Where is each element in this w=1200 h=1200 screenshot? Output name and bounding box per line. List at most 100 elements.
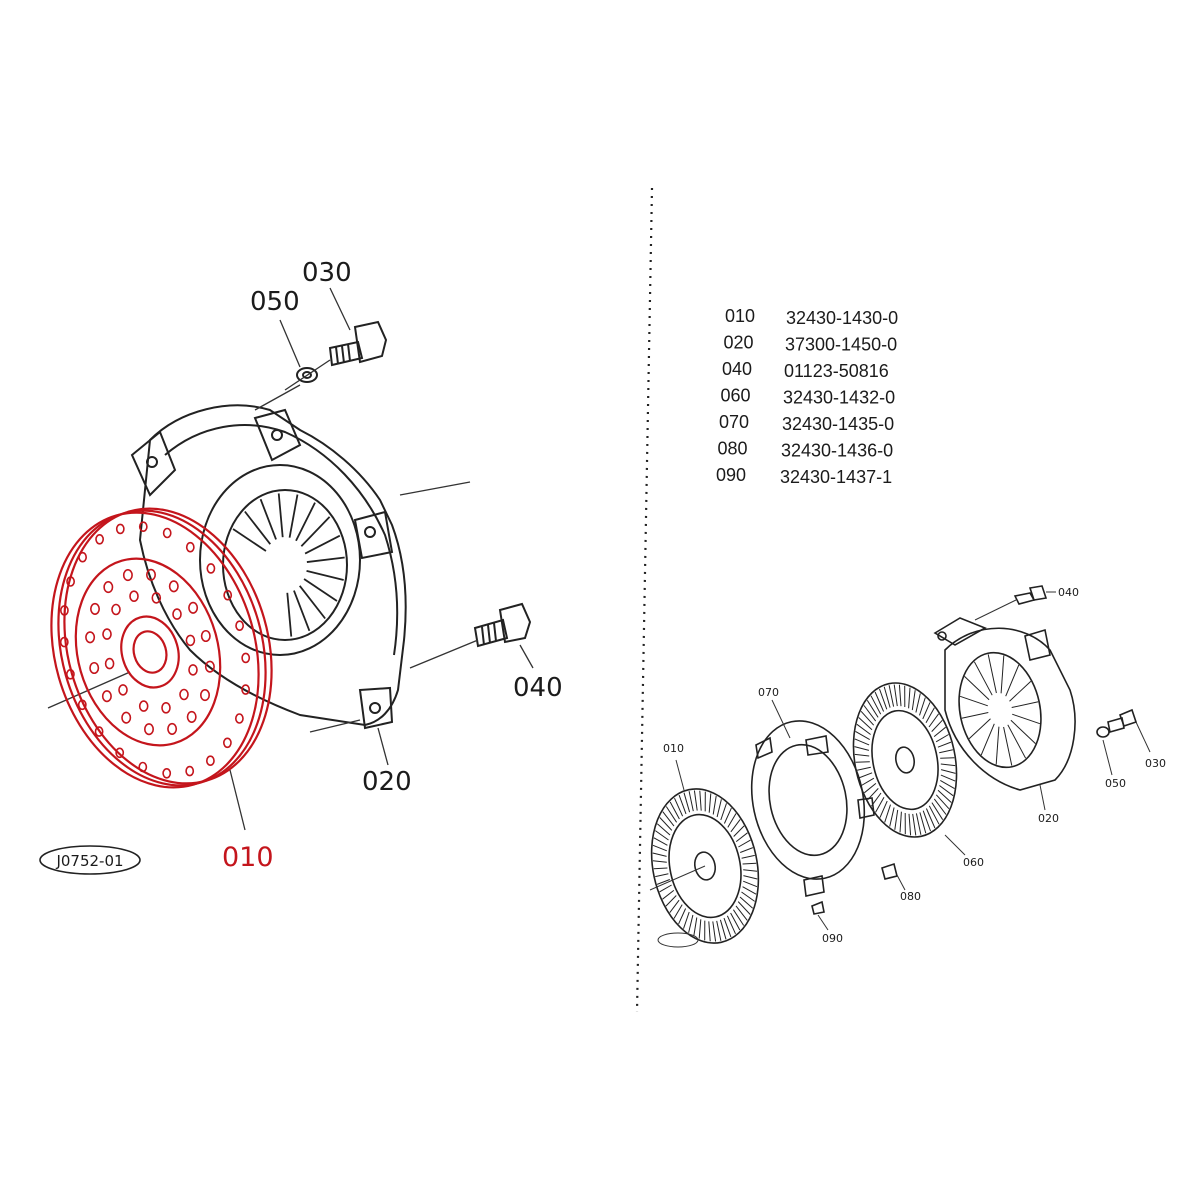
disc-hole bbox=[59, 636, 69, 648]
friction-texture bbox=[723, 807, 732, 824]
friction-texture bbox=[860, 710, 875, 726]
spring-finger bbox=[232, 528, 267, 552]
friction-texture bbox=[893, 684, 898, 707]
friction-texture bbox=[933, 798, 947, 815]
friction-texture bbox=[987, 654, 997, 694]
drawing-code-tag: J0752-01 bbox=[39, 845, 141, 875]
disc-hole bbox=[118, 684, 128, 696]
disc-hole bbox=[234, 713, 244, 724]
right-drawing-code-tag bbox=[657, 932, 699, 948]
spring-finger bbox=[304, 534, 341, 555]
friction-texture bbox=[884, 804, 891, 823]
friction-texture bbox=[889, 807, 895, 827]
friction-texture bbox=[683, 911, 690, 929]
disc-hole bbox=[168, 580, 179, 593]
r-callout-060: 060 bbox=[963, 856, 984, 869]
r-callout-040: 040 bbox=[1058, 586, 1079, 599]
friction-texture bbox=[940, 774, 956, 782]
friction-texture bbox=[919, 812, 927, 834]
page-divider bbox=[635, 187, 654, 1013]
friction-texture bbox=[652, 852, 667, 857]
friction-texture bbox=[937, 741, 952, 748]
disc-hole bbox=[162, 527, 172, 539]
friction-texture bbox=[1009, 680, 1032, 702]
part-number: 32430-1437-1 bbox=[780, 467, 892, 487]
friction-texture bbox=[854, 738, 870, 746]
part-ref-number: 020 bbox=[723, 333, 753, 353]
disc-hole bbox=[179, 688, 189, 701]
friction-texture bbox=[863, 705, 877, 722]
friction-texture bbox=[915, 813, 922, 835]
spring-finger bbox=[295, 502, 316, 542]
friction-texture bbox=[933, 726, 947, 737]
friction-texture bbox=[908, 687, 911, 709]
disc-hole bbox=[78, 551, 87, 563]
friction-texture bbox=[712, 795, 717, 815]
disc-hole bbox=[185, 634, 196, 647]
friction-texture bbox=[1003, 726, 1013, 766]
friction-texture bbox=[735, 905, 748, 921]
callout-010-red: 010 bbox=[222, 842, 274, 873]
friction-texture bbox=[742, 886, 757, 895]
friction-texture bbox=[743, 880, 758, 888]
disc-hole bbox=[188, 601, 199, 614]
r-callout-050: 050 bbox=[1105, 777, 1126, 790]
friction-texture bbox=[973, 661, 993, 696]
friction-texture bbox=[662, 890, 675, 900]
friction-texture bbox=[737, 901, 751, 915]
bolt-030-icon bbox=[328, 320, 388, 367]
part-ref-number: 080 bbox=[717, 439, 747, 459]
disc-hole bbox=[161, 701, 171, 714]
friction-texture bbox=[915, 693, 921, 713]
disc-hole bbox=[122, 569, 133, 582]
disc-hole bbox=[205, 755, 215, 767]
part-ref-number: 090 bbox=[716, 465, 746, 485]
friction-texture bbox=[716, 920, 722, 941]
disc-hole bbox=[66, 576, 75, 587]
disc-hole bbox=[188, 664, 198, 676]
friction-texture bbox=[673, 904, 683, 919]
spring-finger bbox=[299, 585, 326, 620]
friction-texture bbox=[937, 789, 952, 803]
callout-020: 020 bbox=[362, 767, 412, 797]
friction-texture bbox=[1007, 724, 1027, 759]
friction-texture bbox=[741, 854, 755, 859]
spring-finger bbox=[293, 590, 311, 632]
friction-texture bbox=[898, 684, 902, 707]
friction-texture bbox=[716, 799, 722, 818]
friction-texture bbox=[733, 825, 745, 837]
friction-texture bbox=[899, 811, 902, 833]
disc-hole bbox=[162, 767, 172, 779]
friction-texture bbox=[719, 919, 727, 940]
part-number: 32430-1432-0 bbox=[783, 388, 895, 408]
friction-texture bbox=[854, 753, 870, 757]
friction-texture bbox=[708, 793, 712, 813]
r-callout-090: 090 bbox=[822, 932, 843, 945]
disc-hole bbox=[138, 521, 148, 533]
leader-lines bbox=[47, 287, 534, 831]
friction-texture bbox=[964, 676, 990, 701]
disc-hole bbox=[241, 684, 250, 695]
disc-hole bbox=[146, 568, 157, 581]
bolt-040-icon bbox=[473, 602, 532, 648]
friction-texture bbox=[659, 884, 672, 893]
friction-texture bbox=[740, 847, 754, 853]
disc-hole bbox=[85, 631, 96, 644]
disc-hole bbox=[241, 652, 251, 664]
spring-finger bbox=[277, 493, 284, 538]
friction-texture bbox=[652, 860, 667, 863]
disc-hole bbox=[94, 726, 104, 737]
drawing-code: J0752-01 bbox=[55, 852, 123, 870]
disc-hole bbox=[95, 533, 104, 545]
disc-hole bbox=[60, 605, 69, 616]
friction-texture bbox=[925, 808, 936, 829]
disc-hole bbox=[186, 710, 197, 723]
friction-texture bbox=[659, 817, 673, 831]
callout-040: 040 bbox=[513, 673, 563, 703]
